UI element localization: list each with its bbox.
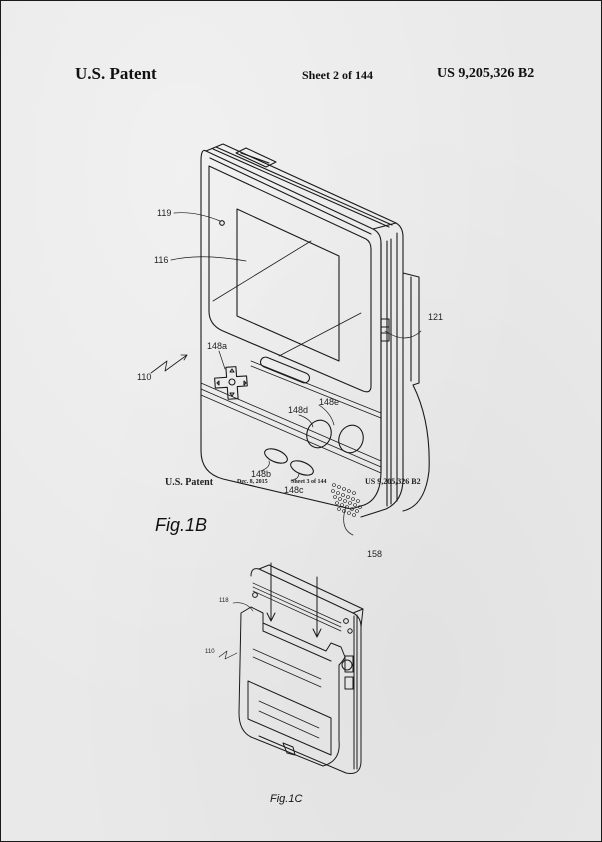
bleed-through-sheet: Sheet 3 of 144 [291, 479, 327, 485]
ref-device-1c: 110 [205, 649, 215, 655]
bleed-through-patent-number: US 9,205,326 B2 [365, 477, 421, 486]
ref-cover: 118 [219, 598, 229, 604]
ref-speaker: 158 [367, 549, 383, 559]
ref-dpad: 148a [207, 341, 228, 351]
figure-1c-caption: Fig.1C [270, 793, 303, 805]
ref-indicator: 119 [157, 208, 172, 218]
bleed-through-date: Dec. 8, 2015 [237, 479, 268, 485]
figure-1b-caption: Fig.1B [155, 515, 208, 535]
ref-device: 110 [137, 372, 152, 382]
bleed-through-title: U.S. Patent [165, 477, 214, 488]
ref-connector: 121 [428, 312, 444, 322]
sheet-number: Sheet 2 of 144 [302, 68, 373, 82]
patent-header-title: U.S. Patent [75, 64, 157, 83]
patent-number: US 9,205,326 B2 [437, 66, 535, 81]
ref-screen: 116 [154, 255, 169, 265]
ref-start-button: 148c [284, 485, 304, 495]
ref-b-button: 148d [288, 405, 309, 415]
ref-select-button: 148b [251, 469, 272, 479]
ref-a-button: 148e [319, 397, 340, 407]
